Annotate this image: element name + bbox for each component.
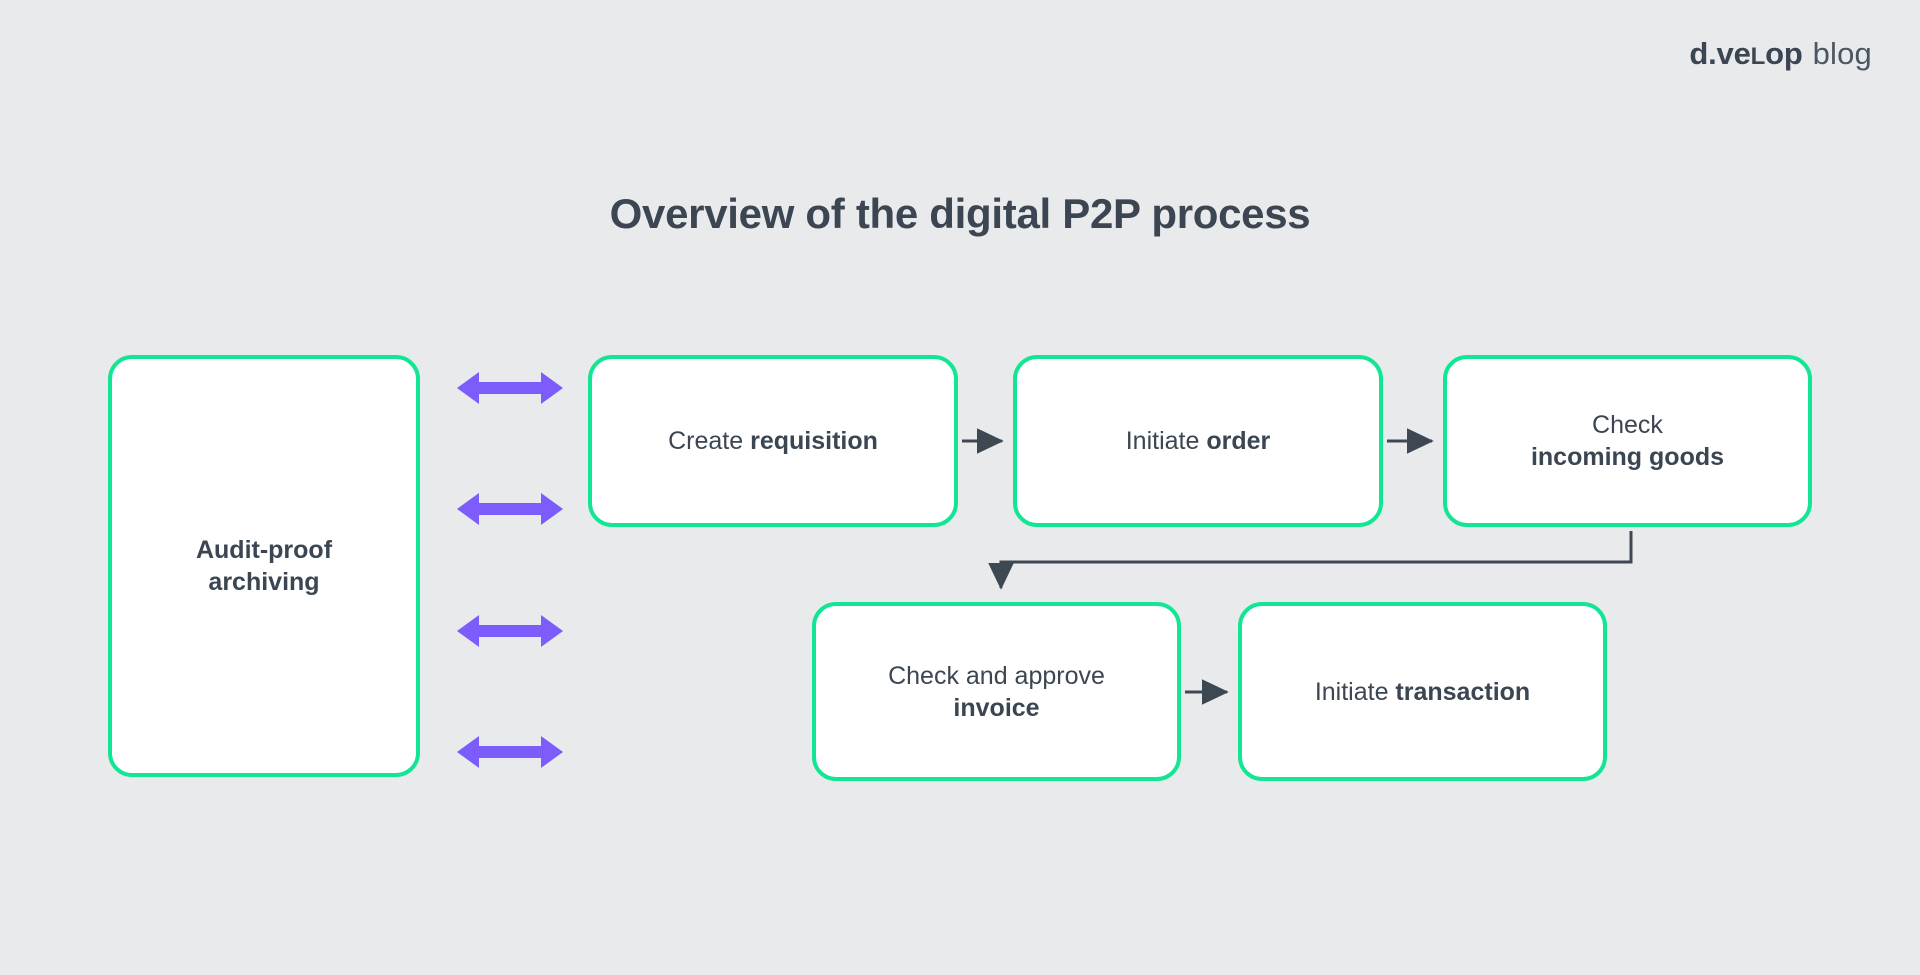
node-label-line1: Check and approve xyxy=(888,661,1105,690)
node-label-prefix: Initiate xyxy=(1125,427,1207,455)
node-label-line1: Check xyxy=(1592,411,1663,439)
node-initiate-order[interactable]: Initiate order xyxy=(1013,355,1383,527)
node-label: Create requisition xyxy=(654,425,892,457)
node-create-requisition[interactable]: Create requisition xyxy=(588,355,958,527)
brand-word: blog xyxy=(1812,36,1872,71)
brand-mark: d.veLop xyxy=(1689,38,1802,69)
node-label-emphasis: requisition xyxy=(750,427,878,455)
node-label-line1: Audit-proof xyxy=(195,536,333,564)
node-initiate-transaction[interactable]: Initiate transaction xyxy=(1238,602,1607,781)
brand-mark-smallcap: L xyxy=(1750,43,1766,70)
node-check-incoming-goods[interactable]: Check incoming goods xyxy=(1443,355,1812,527)
node-label-emphasis: transaction xyxy=(1395,677,1531,706)
sync-arrow-4 xyxy=(457,736,563,768)
node-check-and-approve-invoice[interactable]: Check and approve invoice xyxy=(812,602,1181,781)
brand-mark-part1: d.ve xyxy=(1689,36,1751,71)
node-label-prefix: Initiate xyxy=(1314,677,1396,706)
sync-arrow-3 xyxy=(457,615,563,647)
node-label: Check and approve invoice xyxy=(874,660,1119,724)
node-label: Initiate transaction xyxy=(1301,676,1544,708)
node-label-line2: invoice xyxy=(953,693,1040,722)
sync-arrow-1 xyxy=(457,372,563,404)
sync-arrow-2 xyxy=(457,493,563,525)
page-title: Overview of the digital P2P process xyxy=(609,190,1311,237)
brand-mark-part2: op xyxy=(1765,36,1803,71)
node-label-line2: archiving xyxy=(208,568,320,596)
node-label: Initiate order xyxy=(1112,425,1285,457)
node-label: Check incoming goods xyxy=(1517,409,1738,473)
node-audit-proof-archiving[interactable]: Audit-proof archiving xyxy=(108,355,420,777)
connector-goods-to-invoice xyxy=(988,531,1633,590)
node-label: Audit-proof archiving xyxy=(182,534,346,598)
node-label-prefix: Create xyxy=(668,427,751,455)
brand-logo: d.veLop blog xyxy=(1689,38,1872,69)
node-label-line2: incoming goods xyxy=(1530,443,1725,471)
node-label-emphasis: order xyxy=(1206,427,1271,455)
